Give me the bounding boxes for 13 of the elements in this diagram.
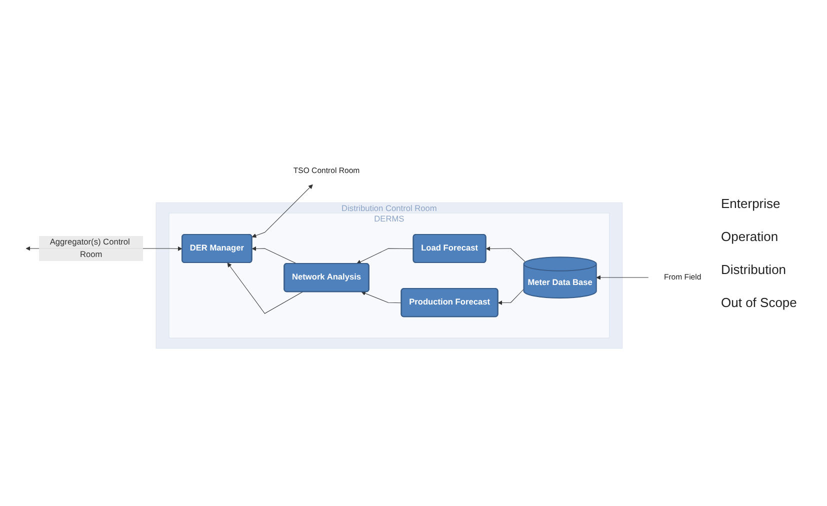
note-label: Enterprise [721,196,782,211]
note-label: Operation [721,229,780,244]
arrow [252,246,298,264]
arrow [356,248,414,264]
note-label: Distribution [721,262,788,277]
arrow [227,262,303,314]
arrow [252,184,313,238]
arrow [596,275,649,280]
arrow [361,291,402,304]
arrow [498,289,524,306]
note-label: Out of Scope [721,295,798,310]
edge-label: Aggregator(s) Control Room [50,238,130,260]
arrow [486,246,526,262]
